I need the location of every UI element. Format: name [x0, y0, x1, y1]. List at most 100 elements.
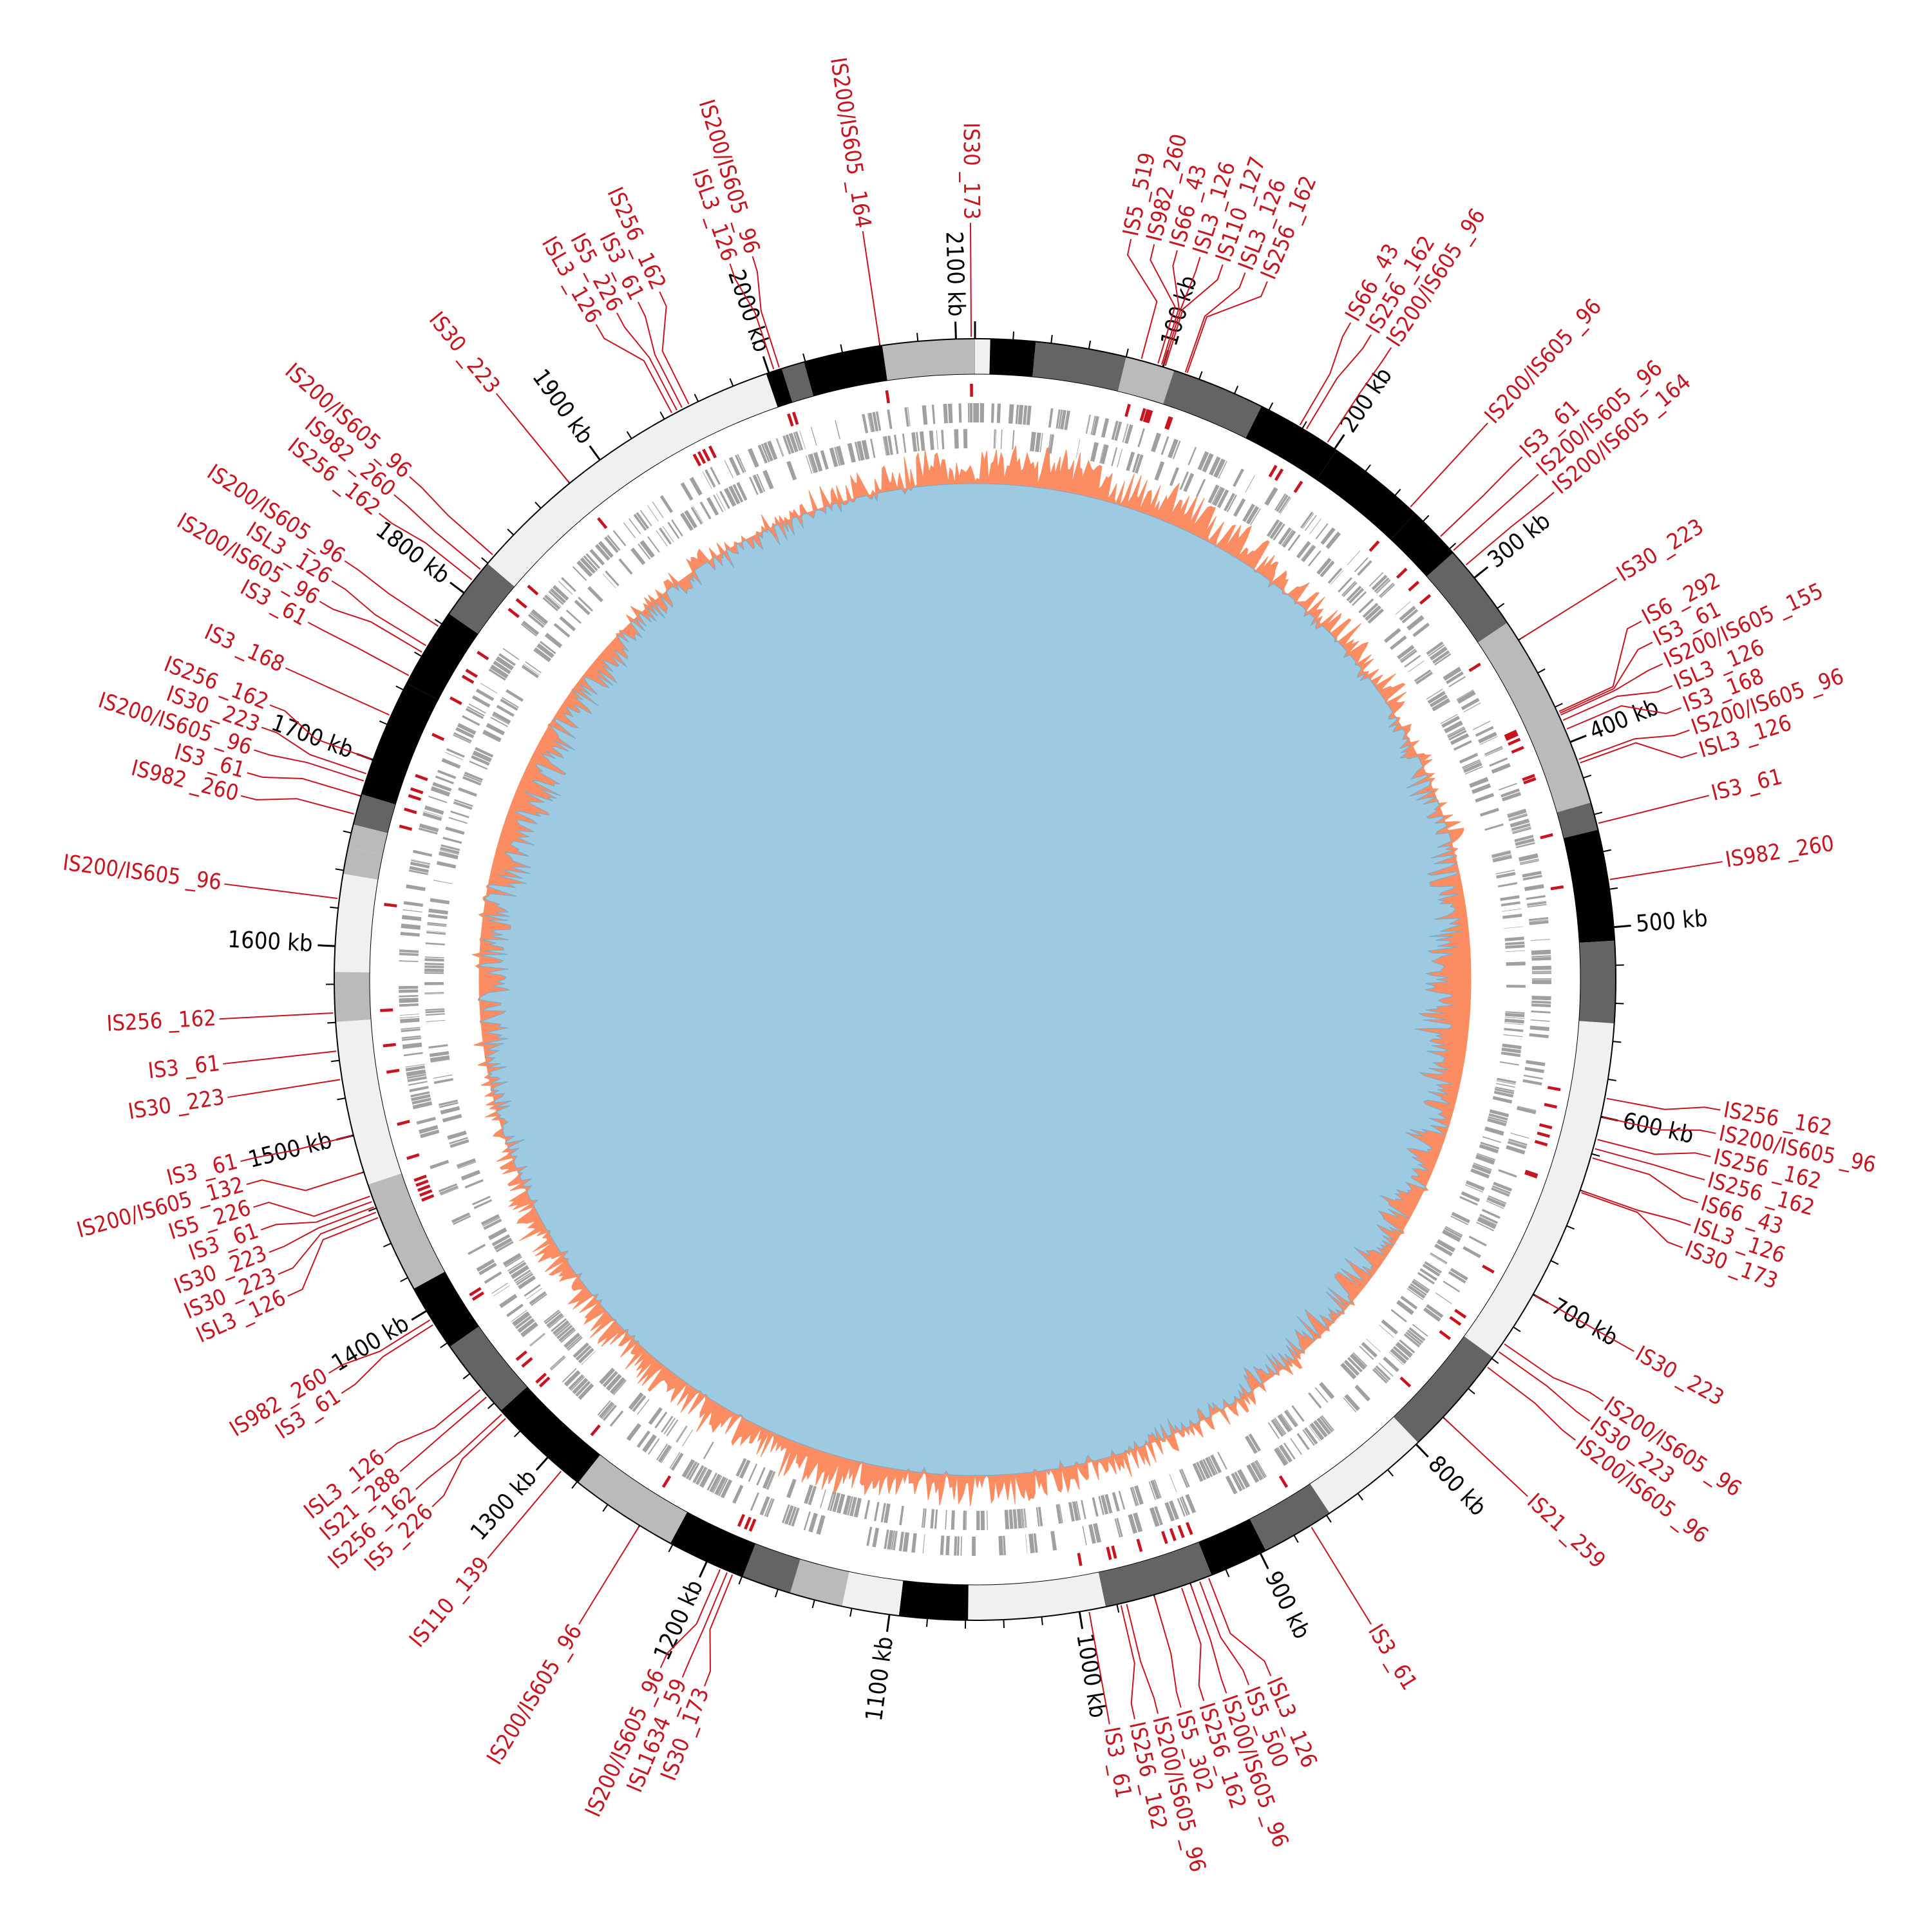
tick-label: 300 kb	[1483, 507, 1556, 573]
gene-block	[724, 460, 734, 478]
gene-block	[424, 958, 444, 962]
gene-block	[1450, 1215, 1469, 1226]
gene-block	[424, 962, 444, 965]
gene-block	[1396, 1300, 1414, 1315]
gene-block	[870, 439, 876, 459]
gene-block	[1445, 1226, 1463, 1236]
is-element-label: IS30 _223	[126, 1084, 226, 1124]
gene-block	[1488, 1195, 1507, 1204]
gene-block	[1531, 965, 1551, 971]
gene-block	[442, 837, 462, 844]
ideogram-band	[1117, 357, 1175, 404]
gene-block	[857, 440, 865, 461]
gene-block	[612, 530, 627, 547]
gene-block	[728, 485, 741, 505]
gene-block	[762, 1470, 773, 1489]
gene-block	[872, 1528, 880, 1548]
gene-block	[1399, 605, 1416, 621]
is-element-label: IS200/IS605 _164	[825, 56, 876, 230]
is-label-connector	[393, 494, 481, 570]
gene-block	[1316, 557, 1332, 575]
is-element-label: IS110 _139	[404, 1552, 495, 1653]
gene-block	[1135, 454, 1144, 474]
is-label-connector	[1592, 1157, 1699, 1204]
is-element-mark	[1523, 777, 1537, 784]
gene-block	[1354, 557, 1368, 573]
gene-block	[1489, 1109, 1510, 1118]
gene-block	[1406, 1288, 1423, 1300]
is-element-mark	[1077, 1553, 1083, 1566]
is-label-connector	[1609, 861, 1723, 880]
gene-block	[599, 1367, 616, 1385]
gene-block	[529, 1332, 545, 1346]
gene-block	[496, 705, 515, 717]
is-element-mark	[415, 773, 428, 781]
gene-block	[1104, 1493, 1113, 1514]
gene-block	[506, 689, 524, 702]
gene-block	[945, 1510, 947, 1530]
gene-block	[748, 448, 759, 468]
gene-block	[680, 482, 694, 501]
gene-block	[907, 407, 911, 426]
gene-block	[399, 960, 419, 962]
gene-block	[1132, 1486, 1139, 1506]
gene-block	[484, 1271, 502, 1284]
gene-block	[1415, 671, 1434, 685]
is-element-mark	[1454, 1309, 1467, 1319]
gene-block	[670, 1452, 684, 1471]
gene-block	[552, 585, 569, 601]
gene-block	[1531, 978, 1551, 980]
gene-block	[1309, 518, 1321, 535]
gene-block	[786, 1479, 797, 1499]
gene-block	[853, 1497, 862, 1518]
gene-block	[688, 1463, 700, 1481]
gene-block	[522, 620, 540, 636]
gene-block	[713, 494, 724, 513]
tick-mark	[811, 1600, 815, 1609]
gene-block	[1406, 1329, 1424, 1343]
tick-mark	[462, 1373, 471, 1379]
gene-block	[542, 597, 558, 612]
is-label-connector	[495, 393, 569, 482]
is-element-mark	[1268, 464, 1278, 478]
gene-block	[1056, 1504, 1062, 1524]
gene-block	[401, 914, 422, 922]
gene-block	[482, 730, 502, 743]
ideogram-band	[1477, 623, 1551, 714]
gene-block	[433, 1077, 453, 1084]
gene-block	[567, 1336, 583, 1351]
gene-block	[1479, 1216, 1497, 1226]
ideogram-band	[1510, 1173, 1582, 1280]
gene-block	[1075, 1501, 1081, 1520]
ideogram-band	[1464, 1289, 1526, 1358]
gene-block	[510, 1265, 529, 1280]
gene-block	[965, 1510, 967, 1530]
gene-block	[1468, 1235, 1487, 1247]
tick-mark	[383, 1242, 392, 1247]
gene-block	[581, 1350, 596, 1365]
gene-block	[893, 434, 899, 455]
gene-block	[1205, 1457, 1217, 1476]
gene-block	[1035, 432, 1041, 452]
gene-block	[1253, 1461, 1264, 1479]
gene-block	[1210, 1454, 1222, 1473]
gene-block	[911, 1533, 917, 1553]
is-element-mark	[744, 1517, 752, 1530]
gene-block	[407, 1076, 427, 1083]
ideogram-band	[449, 564, 515, 634]
gene-block	[446, 748, 465, 758]
gene-block	[447, 1130, 467, 1140]
gene-block	[1432, 650, 1450, 664]
gene-block	[440, 1106, 460, 1115]
is-label-connector	[487, 1470, 562, 1559]
gene-block	[1092, 415, 1099, 436]
is-label-connector	[1186, 281, 1268, 374]
gene-block	[402, 1042, 422, 1049]
gene-block	[1137, 428, 1145, 448]
gene-block	[580, 557, 596, 574]
gene-block	[1505, 1011, 1525, 1014]
gene-block	[1444, 1227, 1463, 1238]
gene-block	[940, 1535, 945, 1555]
gene-block	[420, 1129, 440, 1139]
gene-block	[808, 455, 815, 473]
